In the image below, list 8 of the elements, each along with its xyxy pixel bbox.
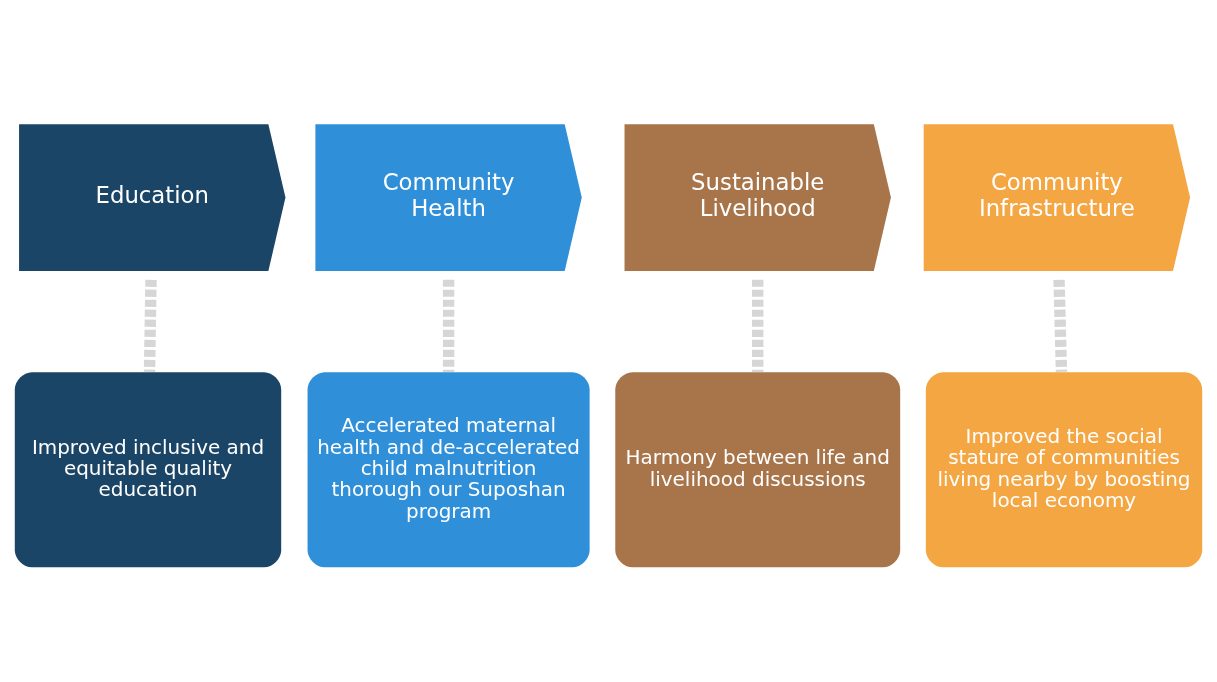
connector xyxy=(752,279,764,372)
connector xyxy=(1053,279,1068,372)
node-box: Improved the social stature of communities living nearby by boosting local economy xyxy=(925,371,1203,567)
connector xyxy=(143,279,157,372)
node-box: Improved inclusive and equitable quality education xyxy=(14,371,282,567)
node-box: Accelerated maternal health and de-accelerated child malnutrition thorough our Suposhan program xyxy=(307,371,590,567)
node-box: Harmony between life and livelihood discussions xyxy=(615,371,901,567)
connector xyxy=(442,279,455,372)
